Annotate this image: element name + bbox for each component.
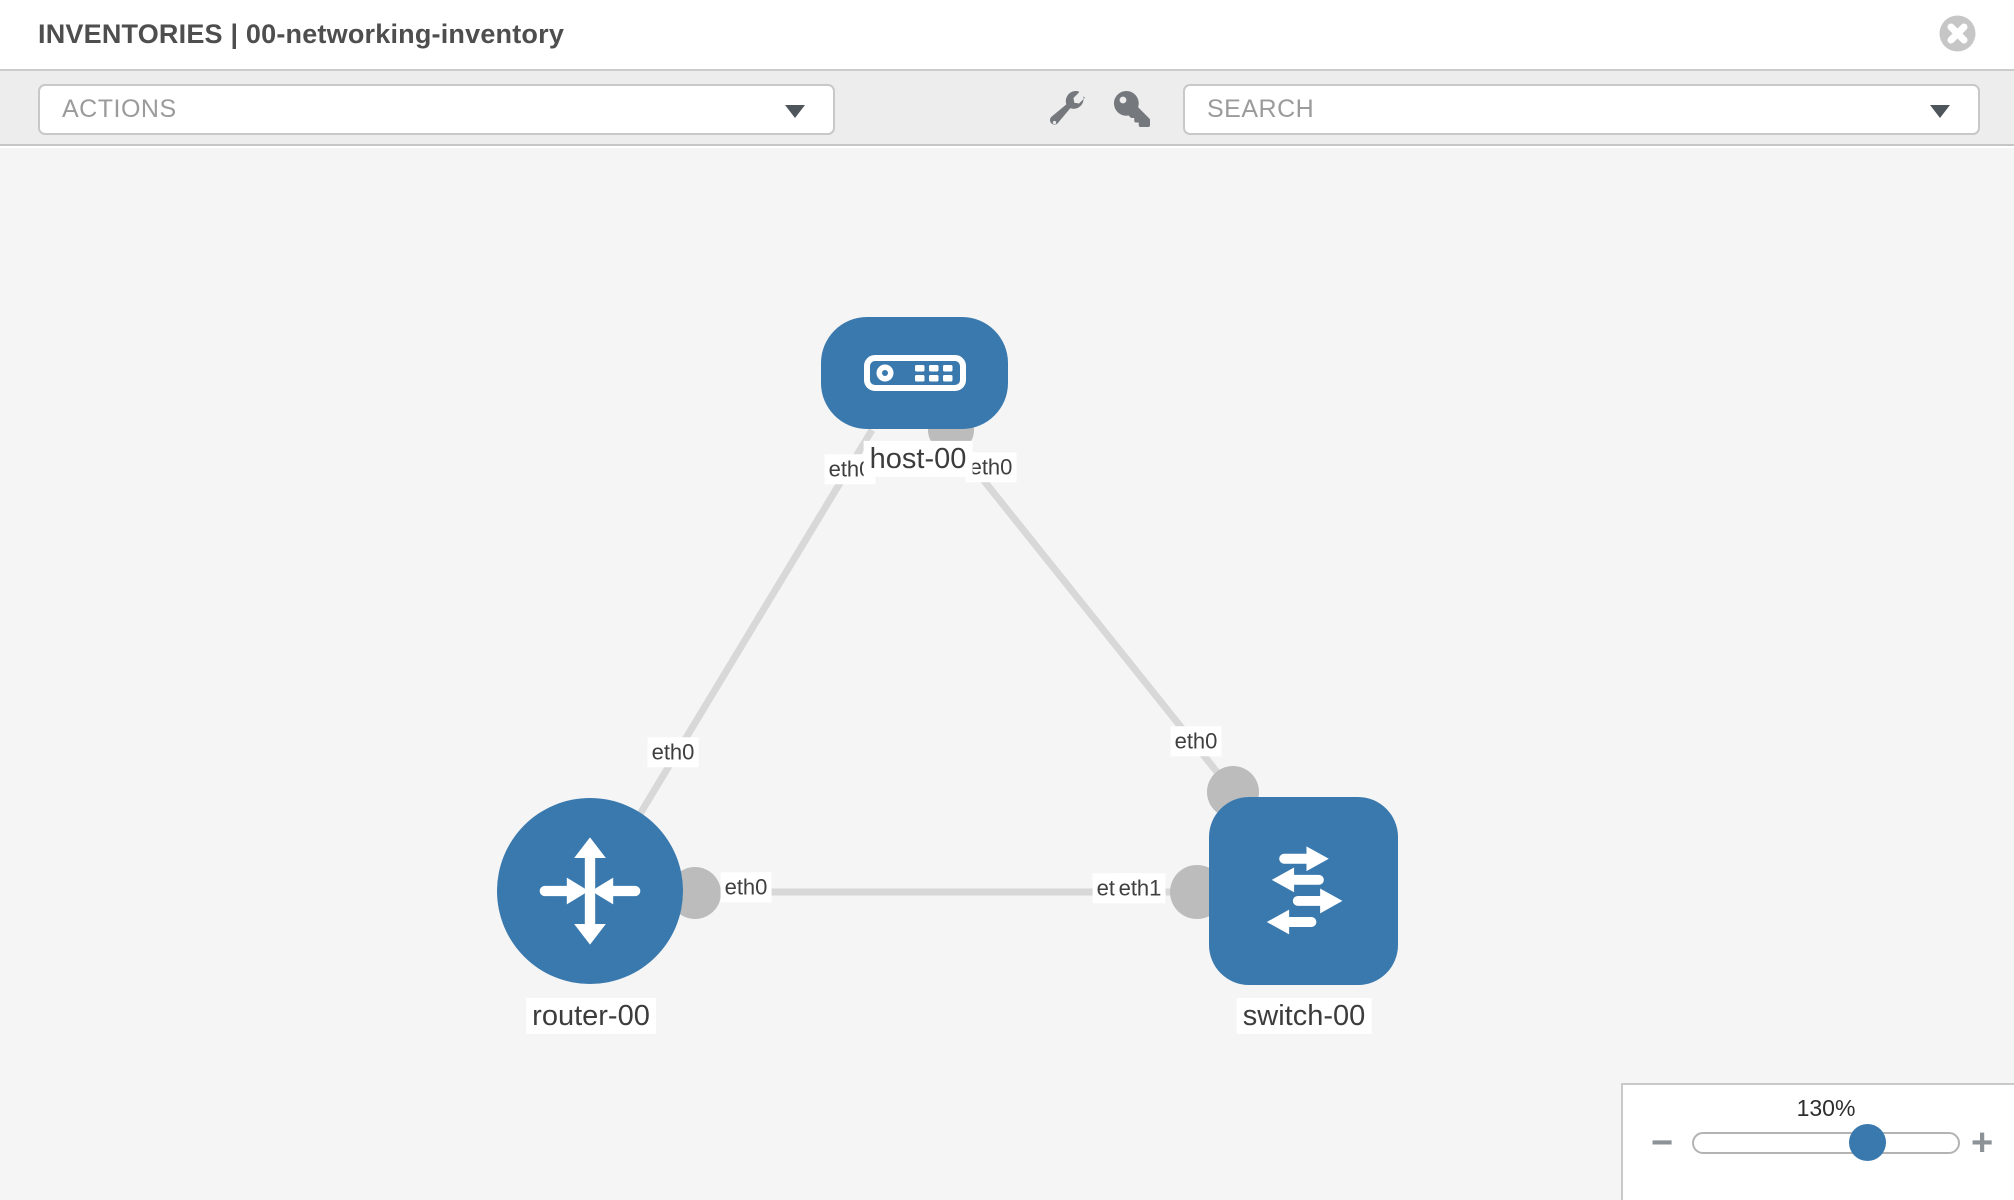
interface-label: eth0: [1170, 726, 1222, 756]
node-label-host-00: host-00: [863, 440, 973, 478]
chevron-down-icon: [785, 105, 805, 118]
switch-icon: [1266, 846, 1342, 935]
interface-label: eth0: [647, 737, 699, 767]
interface-label: eth0: [965, 452, 1017, 482]
topology-canvas[interactable]: eth0 eth0 eth0 eth0 eth0 eth0 eth1 host-…: [0, 148, 2014, 1200]
zoom-in-button[interactable]: +: [1971, 1122, 1994, 1164]
links-layer: [637, 407, 1259, 919]
interface-label: eth1: [1114, 873, 1166, 903]
node-label-router-00: router-00: [526, 997, 656, 1035]
host-icon: [863, 355, 966, 391]
chevron-down-icon: [1930, 105, 1950, 118]
search-dropdown[interactable]: SEARCH: [1183, 84, 1980, 135]
panel-header: INVENTORIES | 00-networking-inventory: [0, 0, 2014, 71]
node-router-00[interactable]: [497, 798, 683, 984]
zoom-slider-knob[interactable]: [1849, 1124, 1886, 1161]
toolbar: ACTIONS SEARCH: [0, 71, 2014, 146]
node-switch-00[interactable]: [1209, 797, 1398, 985]
page-title: INVENTORIES | 00-networking-inventory: [38, 19, 565, 49]
close-button[interactable]: [1939, 15, 1976, 52]
zoom-level: 130%: [1796, 1095, 1856, 1121]
key-icon[interactable]: [1114, 91, 1150, 127]
wrench-icon[interactable]: [1050, 91, 1086, 127]
zoom-slider[interactable]: [1692, 1124, 1960, 1161]
actions-dropdown-label: ACTIONS: [62, 95, 177, 123]
close-icon: [1939, 15, 1976, 52]
zoom-control-panel: 130% − +: [1621, 1083, 2014, 1200]
router-icon: [539, 837, 641, 945]
search-dropdown-label: SEARCH: [1207, 95, 1315, 123]
actions-dropdown[interactable]: ACTIONS: [38, 84, 835, 135]
zoom-out-button[interactable]: −: [1651, 1122, 1674, 1164]
node-label-switch-00: switch-00: [1236, 997, 1372, 1035]
interface-label: eth0: [720, 872, 772, 902]
node-host-00[interactable]: [821, 317, 1008, 429]
